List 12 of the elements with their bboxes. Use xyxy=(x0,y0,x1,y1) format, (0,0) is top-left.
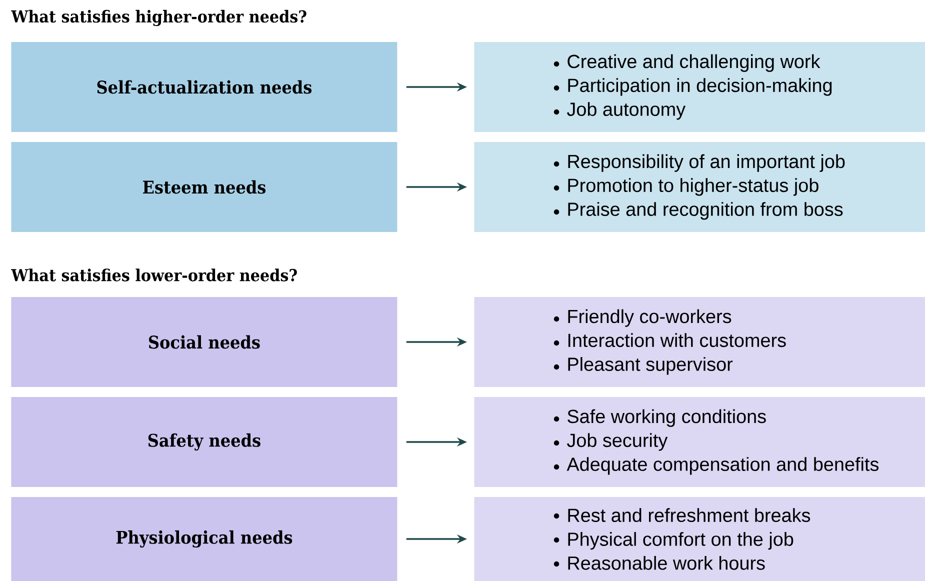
need-box: Social needs xyxy=(11,297,398,387)
example-box: Safe working conditions Job security Adequate compensation and benefits xyxy=(474,397,925,487)
example-box: Rest and refreshment breaks Physical comfort on the job Reasonable work hours xyxy=(474,497,925,581)
need-box: Safety needs xyxy=(11,397,398,487)
example-box: Creative and challenging work Participation in decision-making Job autonomy xyxy=(474,42,925,132)
need-box: Self-actualization needs xyxy=(11,42,398,132)
section-heading: What satisfies lower-order needs? xyxy=(11,268,297,282)
need-box: Esteem needs xyxy=(11,142,398,232)
section-heading: What satisfies higher-order needs? xyxy=(11,10,306,26)
example-box: Responsibility of an important job Promotion to higher-status job Praise and recognition from boss xyxy=(474,142,925,232)
example-box: Friendly co-workers Interaction with customers Pleasant supervisor xyxy=(474,297,925,387)
need-box: Physiological needs xyxy=(11,497,398,581)
